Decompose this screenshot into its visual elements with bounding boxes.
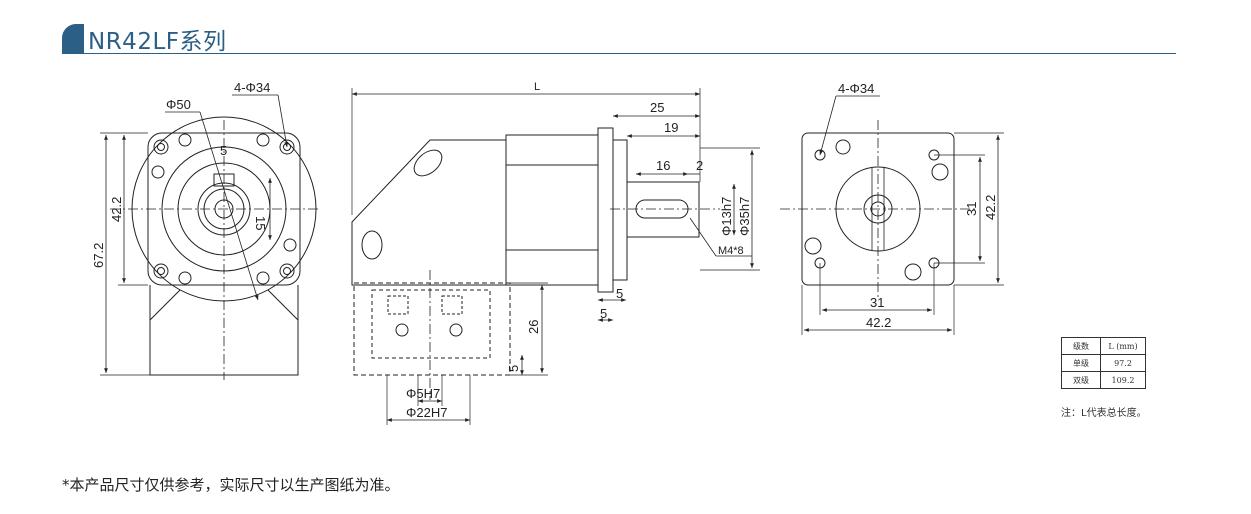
table-cell: 97.2: [1100, 354, 1146, 372]
right-flange-h: 42.2: [983, 195, 998, 220]
section-header: NR42LF系列: [62, 18, 1176, 55]
left-key-width: 5: [220, 143, 227, 158]
mid-dim-5b: 5: [600, 306, 607, 321]
table-note: 注：L代表总长度。: [1061, 408, 1147, 419]
table-cell: 双级: [1061, 371, 1101, 389]
table-header-row: 级数 L (mm): [1061, 337, 1146, 355]
left-flange-size: 42.2: [109, 197, 124, 222]
spec-table: 级数 L (mm) 单级 97.2 双级 109.2: [1061, 337, 1146, 389]
table-row: 单级 97.2: [1061, 354, 1146, 372]
mid-thread: M4*8: [718, 245, 744, 257]
mid-shaft-dia: Φ13h7: [719, 197, 734, 236]
mid-dim-16: 16: [656, 158, 670, 173]
table-header-cell: 级数: [1061, 337, 1101, 355]
table-row: 双级 109.2: [1061, 371, 1146, 389]
table-cell: 单级: [1061, 354, 1101, 372]
left-key-height: 15: [253, 216, 268, 230]
table-cell: 109.2: [1100, 371, 1146, 389]
header-divider: [62, 53, 1176, 54]
mid-bore-small: Φ5H7: [406, 386, 440, 401]
mid-bore-large: Φ22H7: [406, 405, 447, 420]
page-title: NR42LF系列: [88, 29, 227, 55]
mid-dim-5c: 5: [506, 365, 521, 372]
footnote: *本产品尺寸仅供参考，实际尺寸以生产图纸为准。: [62, 476, 400, 494]
mid-dim-26: 26: [526, 320, 541, 334]
left-pcd-label: Φ50: [166, 97, 191, 112]
mid-dim-19: 19: [664, 120, 678, 135]
left-holes-label: 4-Φ34: [234, 80, 270, 95]
right-view: [780, 95, 1004, 335]
right-pcd-h: 31: [964, 202, 979, 216]
right-holes-label: 4-Φ34: [838, 81, 874, 96]
mid-dim-5a: 5: [616, 286, 623, 301]
mid-length-label: L: [534, 81, 540, 93]
table-header-cell: L (mm): [1100, 337, 1146, 355]
middle-view: [351, 88, 760, 425]
right-pcd-w: 31: [870, 295, 884, 310]
mid-dim-25: 25: [650, 100, 664, 115]
mid-spigot-dia: Φ35h7: [737, 197, 752, 236]
header-accent-tab: [62, 24, 84, 54]
mid-dim-2: 2: [696, 158, 703, 173]
left-overall-height: 67.2: [91, 243, 106, 268]
left-view: [100, 94, 320, 380]
right-flange-w: 42.2: [866, 315, 891, 330]
